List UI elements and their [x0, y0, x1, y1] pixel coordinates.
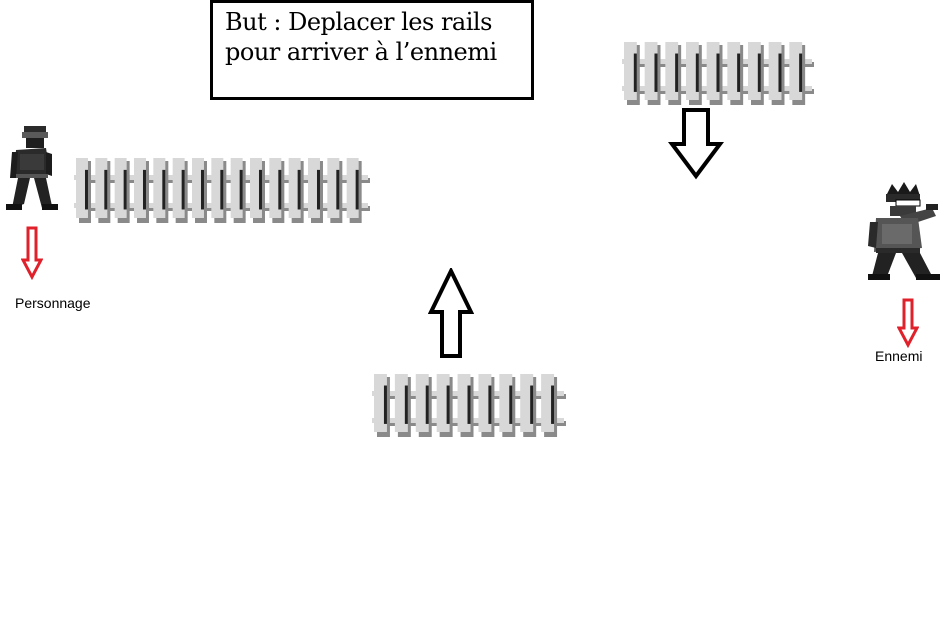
red-down-arrow-icon: [21, 226, 43, 280]
rail-left[interactable]: [72, 158, 372, 224]
player-character: [6, 126, 58, 210]
player-label: Personnage: [15, 295, 91, 311]
rail-top-right[interactable]: [620, 42, 816, 106]
enemy-character: [868, 182, 940, 280]
goal-box: But : Deplacer les rails pour arriver à …: [210, 0, 534, 100]
down-arrow-icon: [668, 108, 724, 180]
up-arrow-icon: [428, 268, 474, 358]
red-down-arrow-icon: [897, 298, 919, 348]
enemy-label: Ennemi: [875, 348, 923, 364]
rail-bottom[interactable]: [370, 374, 568, 438]
goal-text: But : Deplacer les rails pour arriver à …: [225, 8, 497, 66]
